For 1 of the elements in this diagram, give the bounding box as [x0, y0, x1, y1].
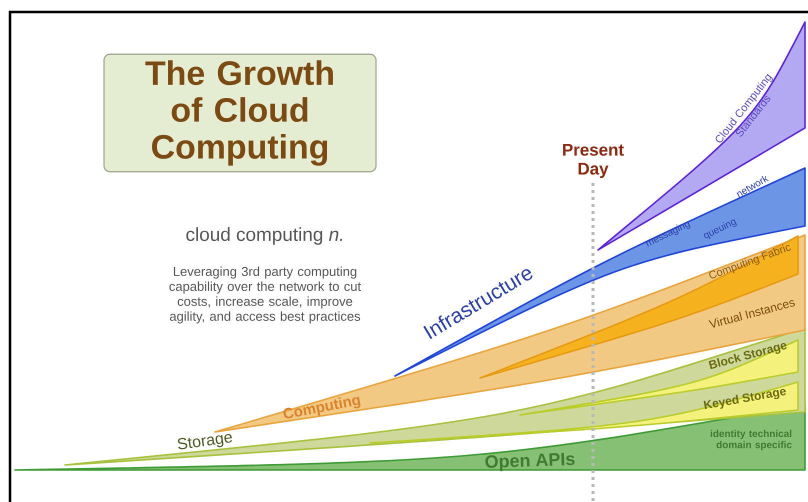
- title-box: The Growth of Cloud Computing: [103, 54, 377, 172]
